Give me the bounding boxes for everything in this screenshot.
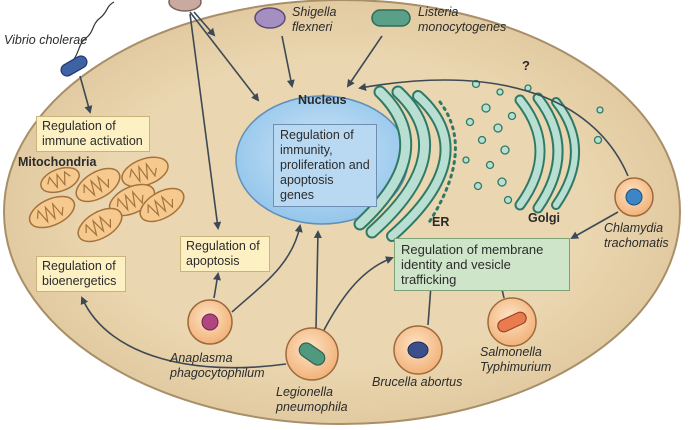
mitochondria-label: Mitochondria [18, 155, 98, 169]
arrow-anaplasma-to-nucleus [231, 224, 303, 313]
arrow-legionella-to-nucleus [313, 230, 322, 329]
arrow-top-to-nucleus [189, 11, 260, 102]
immune-activation-box: Regulation of immune activation [36, 116, 150, 152]
arrow-top-to-golgi [193, 11, 216, 37]
arrow-legionella-to-bioenergetics [80, 296, 287, 369]
anaplasma-body-icon [201, 313, 219, 331]
top-bacterium-icon [168, 0, 202, 12]
arrow-legionella-to-membrane [323, 256, 394, 331]
vibrio-bacterium-icon [60, 55, 88, 77]
shigella-bacterium-icon [254, 7, 286, 29]
vibrio-flagellum [71, 1, 115, 63]
nucleus-label: Nucleus [298, 93, 347, 107]
arrow-chlamydia-to-membrane [570, 211, 619, 239]
golgi-stacks [514, 92, 580, 214]
golgi-label: Golgi [528, 211, 560, 225]
apoptosis-box: Regulation of apoptosis [180, 236, 270, 272]
question-mark: ? [522, 58, 530, 73]
brucella-label: Brucella abortus [372, 375, 462, 389]
legionella-body-icon [298, 342, 326, 366]
arrow-vibrio-to-immune [79, 75, 93, 114]
arrow-listeria-to-nucleus [346, 35, 383, 88]
mitochondria-group [28, 156, 185, 243]
salmonella-body-icon [497, 311, 527, 333]
arrow-top-to-apoptosis [189, 13, 222, 230]
chlamydia-body-icon [625, 188, 643, 206]
vesicles [462, 79, 604, 205]
arrow-chlamydia-to-nucleus [358, 79, 629, 177]
arrow-shigella-to-nucleus [281, 35, 295, 88]
bioenergetics-box: Regulation of bioenergetics [36, 256, 126, 292]
vibrio-label: Vibrio cholerae [4, 33, 87, 47]
arrow-anaplasma-to-apoptosis [213, 272, 221, 299]
membrane-trafficking-box: Regulation of membrane identity and vesi… [394, 238, 570, 291]
listeria-bacterium-icon [371, 9, 411, 27]
brucella-body-icon [407, 341, 429, 359]
nucleus-genes-box: Regulation of immunity, proliferation an… [273, 124, 377, 207]
er-label: ER [432, 215, 449, 229]
